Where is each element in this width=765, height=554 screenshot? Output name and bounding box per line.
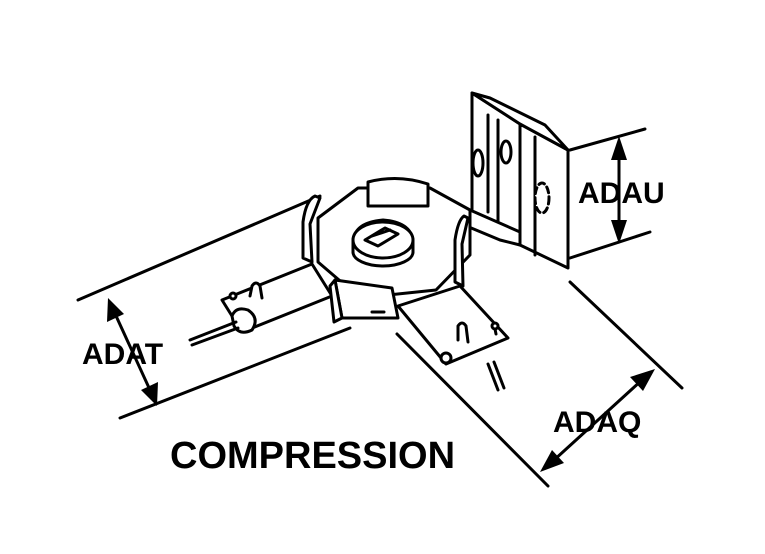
left-contact-arm	[188, 262, 334, 347]
bracket-hole-left-icon	[471, 148, 485, 178]
dimension-adau	[568, 127, 652, 260]
center-square-contact	[328, 278, 400, 324]
mounting-bracket	[438, 91, 570, 270]
dimension-adat	[76, 194, 352, 420]
bracket-hole-center-icon	[499, 139, 513, 165]
dimension-adaq	[395, 280, 684, 488]
dimension-label-adaq: ADAQ	[553, 406, 641, 439]
right-contact-arm	[396, 284, 510, 392]
diagram-title: COMPRESSION	[170, 435, 455, 477]
screw-head-icon	[351, 218, 415, 268]
dimension-label-adat: ADAT	[82, 338, 163, 371]
top-tab	[366, 177, 430, 208]
right-spring-clip	[453, 214, 470, 288]
bracket-hole-hidden-icon	[533, 181, 551, 215]
dimension-label-adau: ADAU	[578, 177, 665, 210]
left-spring-clip	[301, 194, 322, 264]
